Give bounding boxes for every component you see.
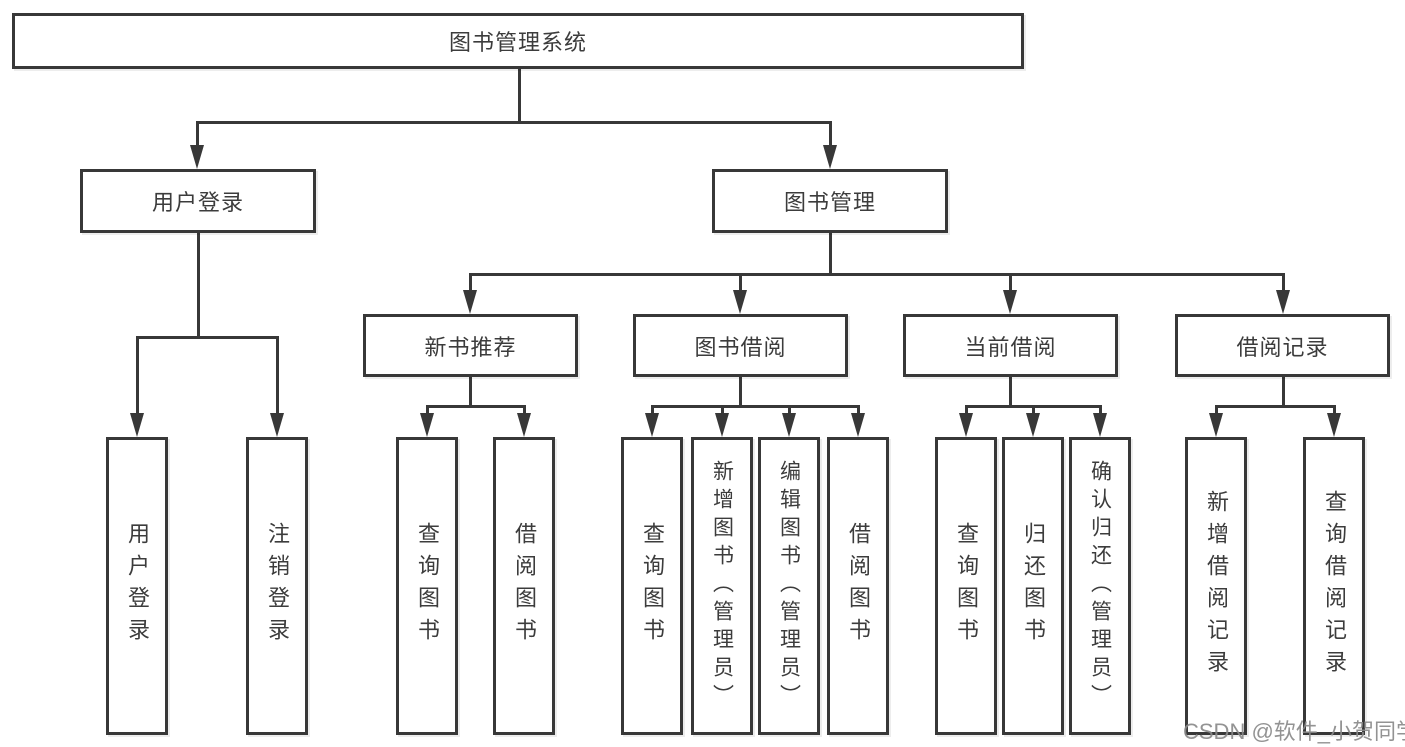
connector-borrow-records-bar [1215, 405, 1335, 408]
node-leaf-borrow-book-1: 借阅图书 [493, 437, 555, 735]
node-leaf-logout: 注销登录 [246, 437, 308, 735]
arrow-down-icon [959, 413, 973, 437]
connector-stem-leaf [1333, 405, 1336, 413]
arrow-down-icon [851, 413, 865, 437]
arrow-down-icon [420, 413, 434, 437]
connector-book-borrow-bar [651, 405, 859, 408]
connector-stem-leaf [1099, 405, 1102, 413]
node-borrow-records: 借阅记录 [1175, 314, 1390, 377]
node-leaf-add-record-label: 新增借阅记录 [1204, 490, 1229, 682]
node-book-mgmt-label: 图书管理 [783, 190, 876, 215]
connector-stem-borrow-records [1282, 273, 1285, 290]
connector-root-stem [518, 69, 521, 121]
connector-new-book-rec-bar [426, 405, 525, 408]
connector-stem-user-login [196, 121, 199, 145]
connector-stem-book-borrow [739, 273, 742, 290]
arrow-down-icon [1026, 413, 1040, 437]
connector-book-mgmt-stem [829, 233, 832, 273]
node-leaf-user-login: 用户登录 [106, 437, 168, 735]
arrow-down-icon [645, 413, 659, 437]
arrow-down-icon [130, 413, 144, 437]
arrow-down-icon [782, 413, 796, 437]
connector-book-borrow-stem [739, 377, 742, 405]
connector-root-bar [196, 121, 832, 124]
connector-stem-leaf [651, 405, 654, 413]
node-leaf-logout-label: 注销登录 [265, 522, 290, 650]
connector-user-login-stem [197, 233, 200, 336]
connector-stem-book-mgmt [829, 121, 832, 145]
node-leaf-add-record: 新增借阅记录 [1185, 437, 1247, 735]
node-book-mgmt: 图书管理 [712, 169, 948, 233]
node-leaf-query-book-3-label: 查询图书 [954, 522, 979, 650]
node-borrow-records-label: 借阅记录 [1236, 334, 1329, 360]
connector-stem-leaf [426, 405, 429, 413]
arrow-down-icon [733, 290, 747, 314]
node-leaf-return-book-label: 归还图书 [1021, 522, 1046, 650]
connector-user-login-bar [136, 336, 278, 339]
node-leaf-borrow-book-2: 借阅图书 [827, 437, 889, 735]
node-leaf-query-book-1-label: 查询图书 [415, 522, 440, 650]
node-leaf-borrow-book-1-label: 借阅图书 [512, 522, 537, 650]
connector-book-mgmt-bar [469, 273, 1284, 276]
node-leaf-user-login-label: 用户登录 [125, 522, 150, 650]
connector-stem-leaf [523, 405, 526, 413]
arrow-down-icon [715, 413, 729, 437]
arrow-down-icon [463, 290, 477, 314]
node-leaf-add-book: 新增图书（管理员） [691, 437, 753, 735]
arrow-down-icon [1276, 290, 1290, 314]
node-root: 图书管理系统 [12, 13, 1024, 69]
node-current-borrow-label: 当前借阅 [964, 334, 1057, 360]
connector-stem-leaf [1032, 405, 1035, 413]
arrow-down-icon [1209, 413, 1223, 437]
node-leaf-add-book-label: 新增图书（管理员） [710, 460, 734, 712]
arrow-down-icon [1003, 290, 1017, 314]
arrow-down-icon [1327, 413, 1341, 437]
connector-current-borrow-stem [1009, 377, 1012, 405]
node-current-borrow: 当前借阅 [903, 314, 1118, 377]
node-new-book-rec-label: 新书推荐 [424, 334, 517, 360]
node-leaf-return-book: 归还图书 [1002, 437, 1064, 735]
node-leaf-query-record-label: 查询借阅记录 [1322, 490, 1347, 682]
node-new-book-rec: 新书推荐 [363, 314, 578, 377]
watermark-text: CSDN @软件_小贺同学 [1183, 719, 1405, 744]
connector-stem-leaf [1215, 405, 1218, 413]
node-leaf-edit-book: 编辑图书（管理员） [758, 437, 820, 735]
arrow-down-icon [1093, 413, 1107, 437]
arrow-down-icon [823, 145, 837, 169]
connector-stem-leaf [965, 405, 968, 413]
connector-stem-current-borrow [1009, 273, 1012, 290]
node-leaf-borrow-book-2-label: 借阅图书 [846, 522, 871, 650]
node-root-label: 图书管理系统 [448, 30, 587, 55]
node-leaf-query-book-1: 查询图书 [396, 437, 458, 735]
node-leaf-query-book-2-label: 查询图书 [640, 522, 665, 650]
node-user-login: 用户登录 [80, 169, 316, 233]
node-leaf-query-book-2: 查询图书 [621, 437, 683, 735]
arrow-down-icon [190, 145, 204, 169]
node-book-borrow-label: 图书借阅 [694, 334, 787, 360]
connector-stem-leaf [788, 405, 791, 413]
node-leaf-confirm-return: 确认归还（管理员） [1069, 437, 1131, 735]
node-leaf-edit-book-label: 编辑图书（管理员） [777, 460, 801, 712]
connector-new-book-rec-stem [469, 377, 472, 405]
connector-stem-new-book-rec [469, 273, 472, 290]
node-leaf-query-record: 查询借阅记录 [1303, 437, 1365, 735]
arrow-down-icon [270, 413, 284, 437]
connector-stem-leaf [857, 405, 860, 413]
connector-stem-leaf-user-login [136, 336, 139, 413]
node-user-login-label: 用户登录 [151, 190, 244, 215]
node-leaf-confirm-return-label: 确认归还（管理员） [1088, 460, 1112, 712]
node-book-borrow: 图书借阅 [633, 314, 848, 377]
node-leaf-query-book-3: 查询图书 [935, 437, 997, 735]
connector-borrow-records-stem [1282, 377, 1285, 405]
arrow-down-icon [517, 413, 531, 437]
connector-stem-leaf-logout [276, 336, 279, 413]
connector-stem-leaf [721, 405, 724, 413]
